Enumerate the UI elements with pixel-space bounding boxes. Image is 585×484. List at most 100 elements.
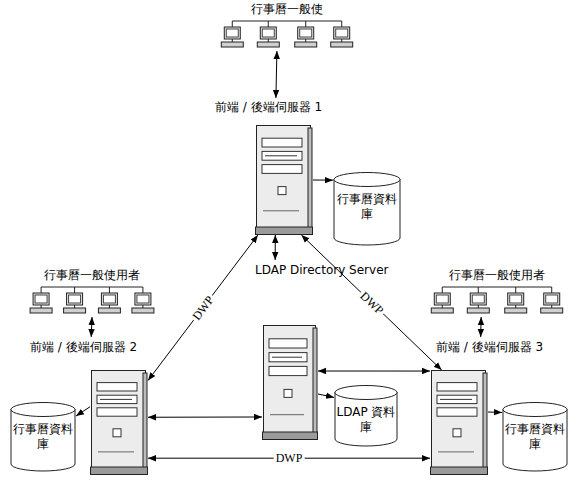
connector <box>275 235 276 260</box>
keyboard <box>221 42 243 47</box>
drive-bay <box>437 383 477 391</box>
tower-side <box>308 128 312 228</box>
server-label: 前端 / 後端伺服器 2 <box>30 340 137 355</box>
connector <box>301 235 441 370</box>
monitor <box>67 293 83 305</box>
connector <box>148 417 262 418</box>
tower-base <box>256 227 313 235</box>
database-label: 行事曆資料庫 <box>502 402 568 452</box>
drive-bay <box>269 339 307 348</box>
drive-bay <box>97 408 137 416</box>
tower-body <box>257 126 311 228</box>
keyboard <box>257 42 279 47</box>
drive-bay <box>269 366 307 375</box>
power-button <box>284 389 292 397</box>
network-bus <box>41 287 143 288</box>
connector <box>76 407 90 416</box>
monitor <box>298 27 314 39</box>
monitor <box>224 27 240 39</box>
monitor <box>33 293 49 305</box>
connector <box>480 317 481 337</box>
monitor <box>470 293 486 305</box>
tower-body <box>432 371 486 468</box>
drive-slot <box>265 155 297 156</box>
monitor <box>135 293 151 305</box>
screen <box>546 295 558 303</box>
database-cylinder: 行事曆資料庫 <box>502 402 568 472</box>
vent-line <box>98 451 134 452</box>
monitor <box>544 293 560 305</box>
monitor <box>334 27 350 39</box>
bus-drop <box>478 287 479 293</box>
tower-base <box>431 467 488 475</box>
cylinder-top <box>11 403 75 417</box>
bus-drop <box>341 21 342 27</box>
computer-group <box>425 283 569 317</box>
database-cylinder: 行事曆資料庫 <box>333 172 401 246</box>
power-button <box>113 429 121 437</box>
screen <box>472 295 484 303</box>
database-label: 行事曆資料庫 <box>333 172 401 222</box>
drive-bay <box>97 383 137 391</box>
screen <box>510 295 522 303</box>
server-icon <box>90 370 148 475</box>
drive-bay <box>97 395 137 403</box>
bus-drop <box>109 287 110 293</box>
keyboard <box>431 308 453 313</box>
monitor <box>260 27 276 39</box>
tower-body <box>264 326 316 433</box>
server-label: LDAP Directory Server <box>255 262 325 278</box>
vent-line <box>438 451 474 452</box>
screen <box>103 295 115 303</box>
keyboard <box>30 308 52 313</box>
connector <box>148 235 258 381</box>
drive-bay <box>262 165 302 174</box>
connector <box>318 371 430 372</box>
tower-side <box>313 328 317 433</box>
screen <box>262 29 274 37</box>
bus-drop <box>74 287 75 293</box>
tower-base <box>263 432 318 440</box>
bus-drop <box>268 21 269 27</box>
server-tower: 前端 / 後端伺服器 2 <box>90 370 148 475</box>
connector-label: DWP <box>356 287 388 318</box>
bus-drop <box>551 287 552 293</box>
user-group: 行事曆一般使 <box>215 2 359 51</box>
drive-slot <box>272 357 302 358</box>
server-tower: 前端 / 後端伺服器 1 <box>255 125 313 235</box>
computer-group <box>215 17 359 51</box>
connector <box>276 51 277 98</box>
server-icon <box>262 325 318 440</box>
connector <box>91 317 93 337</box>
group-label: 行事曆一般使用者 <box>25 268 159 283</box>
server-tower: LDAP Directory Server <box>262 325 318 440</box>
network-bus <box>442 287 551 288</box>
keyboard <box>98 308 120 313</box>
network-bus <box>232 21 341 22</box>
server-icon <box>430 370 488 475</box>
cylinder-top <box>335 386 397 400</box>
drive-bay <box>437 395 477 403</box>
connector-label: DWP <box>274 451 305 465</box>
keyboard <box>64 308 86 313</box>
bus-drop <box>515 287 516 293</box>
screen <box>226 29 238 37</box>
monitor <box>101 293 117 305</box>
group-label: 行事曆一般使 <box>215 2 359 17</box>
monitor <box>434 293 450 305</box>
tower-side <box>483 373 487 468</box>
monitor <box>508 293 524 305</box>
database-cylinder: 行事曆資料庫 <box>10 402 76 472</box>
keyboard <box>132 308 154 313</box>
server-tower: 前端 / 後端伺服器 3 <box>430 370 488 475</box>
drive-bay <box>262 151 302 160</box>
connector <box>318 394 334 397</box>
cylinder-top <box>334 173 400 187</box>
bus-drop <box>232 21 233 27</box>
server-label: 前端 / 後端伺服器 1 <box>215 100 322 115</box>
tower-base <box>91 467 148 475</box>
database-cylinder: LDAP 資料庫 <box>334 385 398 447</box>
drive-bay <box>437 408 477 416</box>
drive-slot <box>100 399 132 400</box>
